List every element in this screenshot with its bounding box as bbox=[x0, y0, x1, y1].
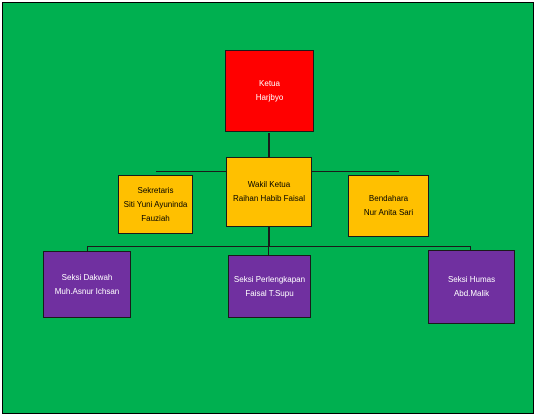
node-sekretaris-role: Sekretaris bbox=[137, 185, 174, 195]
connector-wakil-down bbox=[268, 227, 270, 246]
org-chart-canvas: Ketua Harjbyo Wakil Ketua Raihan Habib F… bbox=[2, 2, 534, 414]
node-perlengkapan-name: Faisal T.Supu bbox=[245, 288, 294, 298]
node-seksi-perlengkapan: Seksi Perlengkapan Faisal T.Supu bbox=[228, 255, 311, 318]
node-bendahara-name: Nur Anita Sari bbox=[363, 208, 414, 217]
connector-dakwah-drop bbox=[87, 246, 88, 252]
connector-seksi-horizontal bbox=[87, 246, 471, 247]
connector-ketua-wakil bbox=[268, 133, 270, 158]
connector-humas-drop bbox=[470, 246, 471, 251]
node-dakwah-name: Muh.Asnur Ichsan bbox=[54, 286, 120, 296]
node-humas-role: Seksi Humas bbox=[447, 275, 496, 284]
node-bendahara-role: Bendahara bbox=[368, 194, 409, 203]
node-ketua-role: Ketua bbox=[259, 79, 280, 88]
node-seksi-humas: Seksi Humas Abd.Malik bbox=[428, 250, 515, 324]
node-sekretaris: Sekretaris Siti Yuni Ayuninda Fauziah bbox=[118, 175, 193, 234]
node-seksi-dakwah: Seksi Dakwah Muh.Asnur Ichsan bbox=[43, 251, 131, 318]
connector-perlengkapan-drop bbox=[268, 246, 269, 255]
node-sekretaris-name-line1: Siti Yuni Ayuninda bbox=[123, 199, 188, 209]
node-dakwah-role: Seksi Dakwah bbox=[61, 272, 113, 282]
node-wakil-role: Wakil Ketua bbox=[247, 180, 291, 189]
node-wakil-ketua: Wakil Ketua Raihan Habib Faisal bbox=[226, 157, 312, 227]
node-bendahara: Bendahara Nur Anita Sari bbox=[348, 175, 429, 237]
node-perlengkapan-role: Seksi Perlengkapan bbox=[233, 274, 306, 284]
node-wakil-name: Raihan Habib Faisal bbox=[232, 194, 306, 203]
node-ketua-name: Harjbyo bbox=[255, 93, 284, 102]
node-ketua: Ketua Harjbyo bbox=[225, 50, 314, 132]
node-humas-name: Abd.Malik bbox=[453, 289, 490, 298]
node-sekretaris-name-line2: Fauziah bbox=[141, 213, 170, 223]
